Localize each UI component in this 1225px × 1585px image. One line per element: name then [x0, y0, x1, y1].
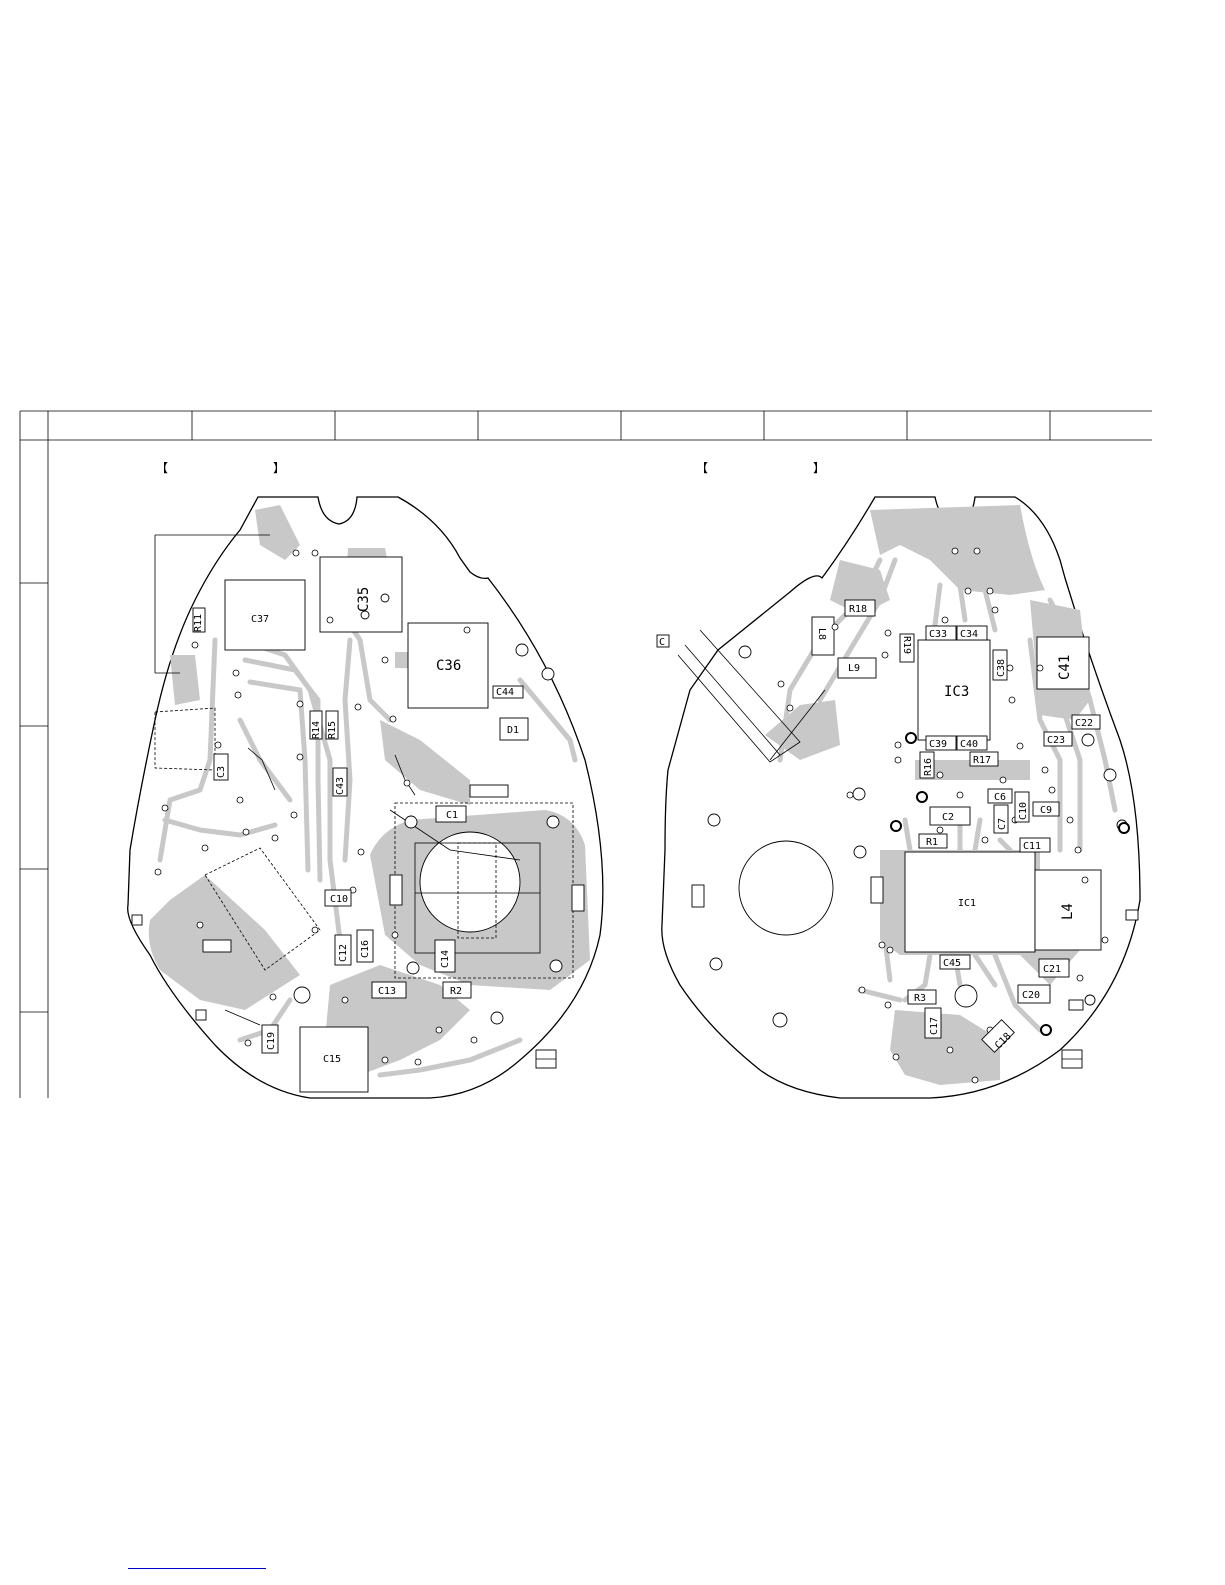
board-a-label-C10: C10	[330, 894, 348, 905]
board-b: R18 L8 L9 R19 C33 C34 C38 C41 IC3 C22 C2…	[657, 497, 1140, 1098]
board-b-label-C10: C10	[1018, 802, 1029, 820]
board-a-label-C37: C37	[251, 614, 269, 625]
board-b-label-C40: C40	[960, 739, 978, 750]
board-a-label-D1: D1	[507, 725, 519, 736]
board-b-label-C22: C22	[1075, 718, 1093, 729]
board-b-label-C23: C23	[1047, 735, 1065, 746]
board-a-label-C1: C1	[446, 810, 458, 821]
board-a-label-C43: C43	[335, 777, 346, 795]
board-a-label-C36: C36	[436, 658, 461, 674]
board-b-label-R1: R1	[926, 837, 938, 848]
board-b-bracket-right: 】	[813, 461, 825, 475]
board-a-label-C15: C15	[323, 1054, 341, 1065]
board-b-label-R16: R16	[923, 758, 934, 776]
board-a-label-C44: C44	[496, 687, 514, 698]
board-a-label-R15: R15	[327, 721, 338, 739]
board-b-bracket-left: 【	[696, 461, 708, 475]
board-a-label-R11: R11	[193, 614, 204, 632]
side-marker: C	[659, 637, 665, 648]
board-b-label-IC3: IC3	[944, 684, 969, 700]
board-a-label-C19: C19	[266, 1032, 277, 1050]
board-a-label-C3: C3	[216, 766, 227, 778]
board-a: C37 C35 R11 C36 C44 R14 R15 D1 C3 C43 C1…	[128, 497, 603, 1098]
board-a-label-R2: R2	[450, 986, 462, 997]
board-b-label-C7: C7	[997, 818, 1008, 830]
board-b-label-L8: L8	[816, 628, 827, 640]
board-a-label-C16: C16	[360, 940, 371, 958]
board-b-label-C11: C11	[1023, 841, 1041, 852]
footer-link[interactable]	[128, 1568, 266, 1569]
board-b-label-C34: C34	[960, 629, 978, 640]
board-b-label-L4: L4	[1060, 903, 1076, 920]
board-a-bracket-left: 【	[156, 461, 168, 475]
board-b-label-C20: C20	[1022, 990, 1040, 1001]
board-b-label-R17: R17	[973, 755, 991, 766]
board-b-label-C17: C17	[929, 1017, 940, 1035]
board-a-label-C12: C12	[338, 944, 349, 962]
board-b-label-C21: C21	[1043, 964, 1061, 975]
board-b-label-IC1: IC1	[958, 898, 976, 909]
board-b-label-R3: R3	[914, 993, 926, 1004]
board-b-outline	[662, 497, 1140, 1098]
board-b-label-C45: C45	[943, 958, 961, 969]
board-b-label-C41: C41	[1057, 655, 1073, 680]
board-a-label-C13: C13	[378, 986, 396, 997]
board-a-label-C14: C14	[440, 950, 451, 968]
board-a-label-R14: R14	[311, 721, 322, 739]
board-b-label-C9: C9	[1040, 805, 1052, 816]
board-b-label-C39: C39	[929, 739, 947, 750]
board-b-label-R18: R18	[849, 604, 867, 615]
board-a-bracket-right: 】	[273, 461, 285, 475]
board-b-label-L9: L9	[848, 663, 860, 674]
board-a-label-C35: C35	[356, 587, 372, 612]
board-b-label-C6: C6	[994, 792, 1006, 803]
board-b-label-C38: C38	[996, 659, 1007, 677]
board-b-label-C33: C33	[929, 629, 947, 640]
board-b-label-R19: R19	[901, 636, 912, 654]
board-b-label-C2: C2	[942, 812, 954, 823]
